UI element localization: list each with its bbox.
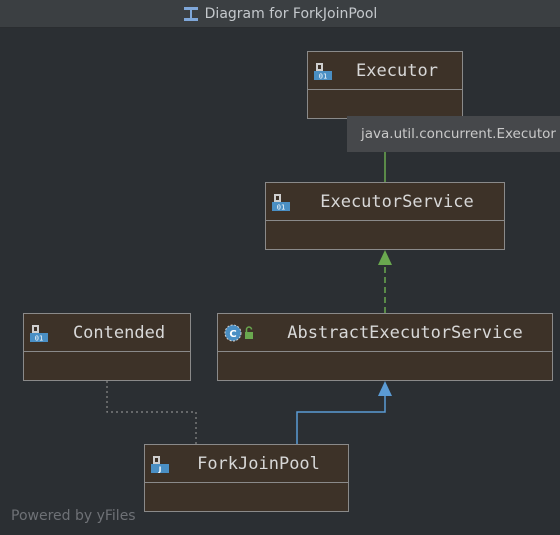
- node-contended[interactable]: 01 Contended: [23, 313, 191, 381]
- diagram-edges: [106, 118, 392, 444]
- abstract-class-icon: C: [224, 324, 258, 342]
- node-executor[interactable]: 01 Executor: [307, 51, 463, 119]
- edge-arrowhead-implements: [378, 250, 392, 265]
- node-executor-name: Executor: [356, 60, 438, 81]
- diagram-canvas[interactable]: 01 Executor 01 ExecutorService: [0, 28, 560, 535]
- class-icon: J: [151, 455, 169, 473]
- svg-text:J: J: [158, 465, 162, 473]
- edge-forkjoinpool-extends-abstract: [296, 395, 386, 444]
- tooltip: java.util.concurrent.Executor: [347, 116, 560, 152]
- window-title: Diagram for ForkJoinPool: [204, 5, 378, 22]
- edge-contended-annotates-forkjoinpool: [106, 381, 197, 444]
- interface-icon: 01: [272, 193, 290, 211]
- annotation-icon: 01: [30, 324, 48, 342]
- edge-arrowhead-extends: [378, 381, 392, 396]
- node-fork-join-pool-name: ForkJoinPool: [197, 453, 320, 474]
- powered-by-label: Powered by yFiles: [11, 508, 136, 524]
- svg-text:01: 01: [319, 72, 327, 80]
- svg-text:01: 01: [35, 334, 43, 342]
- node-executor-service[interactable]: 01 ExecutorService: [265, 182, 505, 250]
- node-abstract-executor-service-name: AbstractExecutorService: [287, 322, 523, 343]
- node-executor-service-name: ExecutorService: [320, 191, 474, 212]
- node-fork-join-pool[interactable]: J ForkJoinPool: [144, 444, 349, 512]
- interface-icon: 01: [314, 62, 332, 80]
- node-contended-name: Contended: [72, 322, 166, 343]
- tooltip-text: java.util.concurrent.Executor: [361, 126, 556, 142]
- node-abstract-executor-service[interactable]: C AbstractExecutorService: [217, 313, 553, 381]
- window-title-bar: Diagram for ForkJoinPool: [0, 0, 560, 28]
- svg-text:C: C: [229, 329, 236, 340]
- diagram-icon: [183, 6, 199, 22]
- svg-text:01: 01: [277, 203, 285, 211]
